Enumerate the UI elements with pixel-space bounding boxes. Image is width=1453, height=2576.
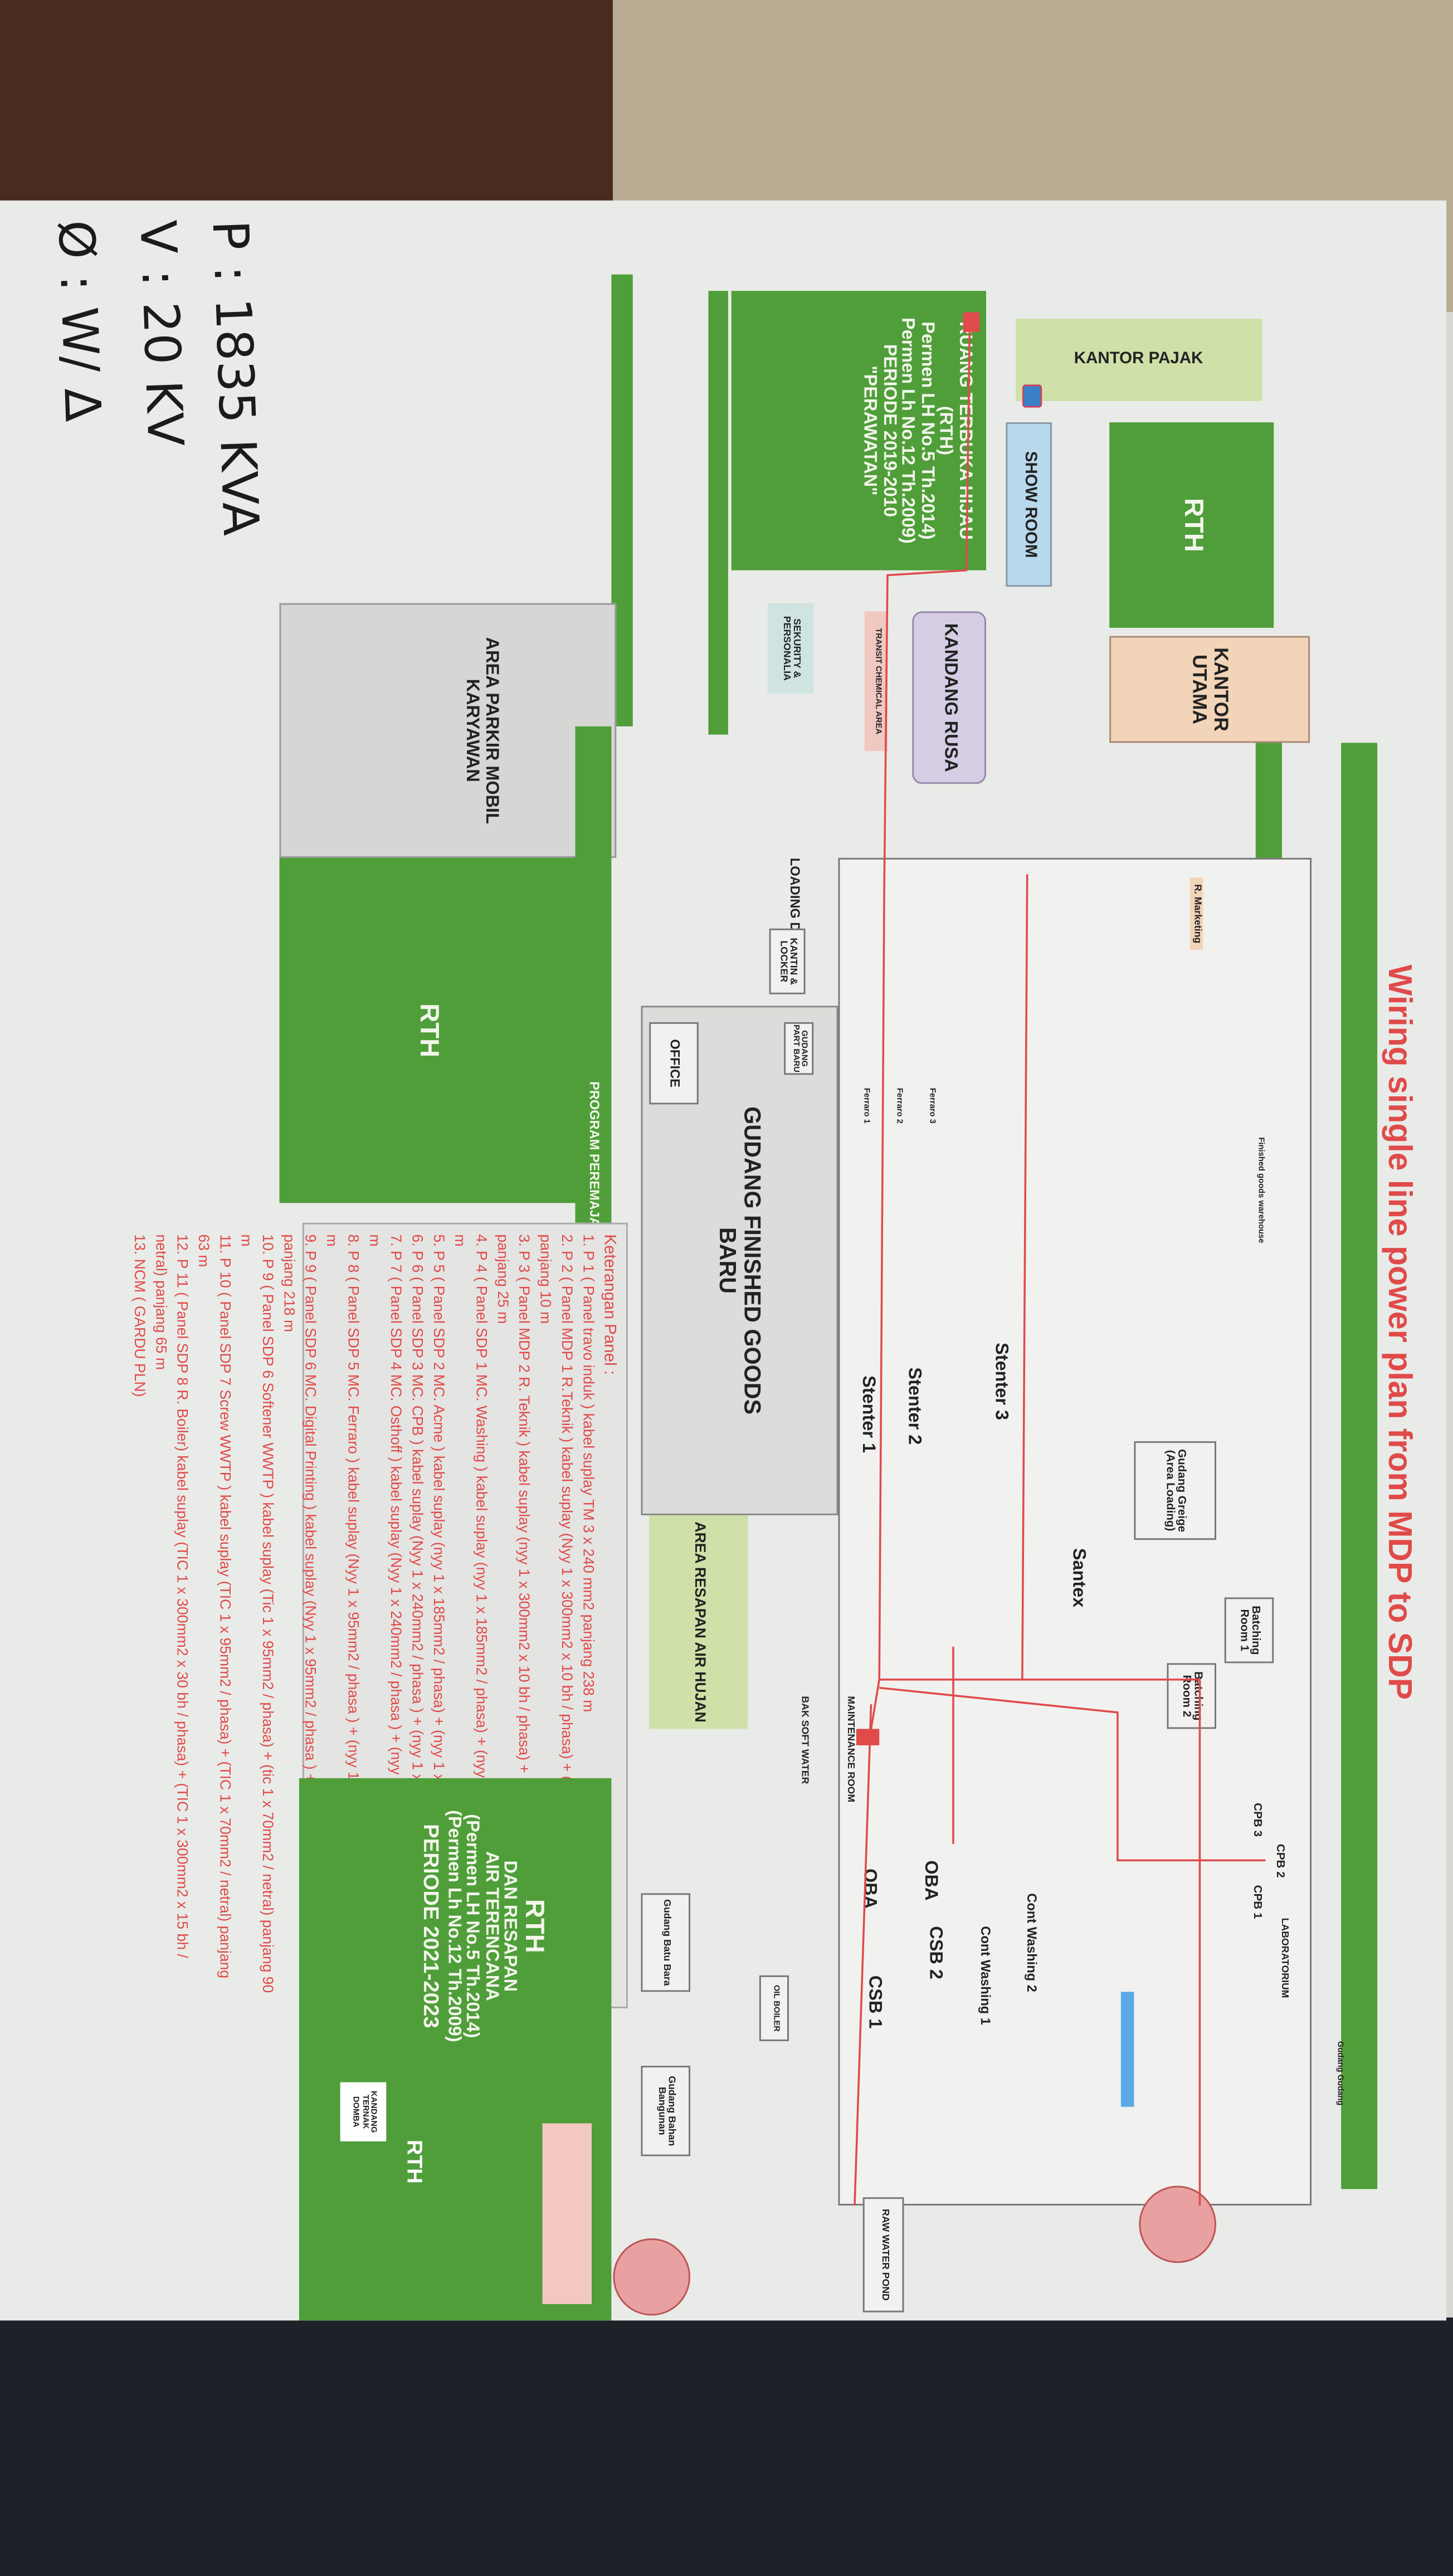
legend-item: 13. NCM ( GARDU PLN) [131,1234,148,1397]
gudang-batu-bara: Gudang Batu Bara [641,1893,690,1992]
rth-text-line: (Permen Lh No.12 Th.2009) [443,1810,463,2042]
csb-1: CSB 1 [864,1975,885,2029]
raw-water-pond: RAW WATER POND [862,2197,904,2312]
rth-left-block: RUANG TERBUKA HIJAU (RTH) Permen LH No.5… [731,291,986,570]
rth-text-line: (Permen LH No.5 Th.2014) [462,1814,482,2038]
laboratorium: LABORATORIUM [1279,1918,1289,1998]
stenter-1: Stenter 1 [857,1375,878,1453]
map-title: Wiring single line power plan from MDP t… [1381,964,1417,1700]
transit-chemical-area: TRANSIT CHEMICAL AREA [864,611,888,752]
bak-soft-water: BAK SOFT WATER [798,1696,809,1784]
csb-2: CSB 2 [925,1926,945,1979]
ferraro-1: Ferraro 1 [861,1087,871,1124]
handwritten-power: P : 1835 KVA [199,219,269,537]
gudang-gudang: Gudang Gudang [1334,2041,1345,2106]
cpb-3: CPB 3 [1250,1803,1262,1837]
office: OFFICE [649,1022,699,1105]
rth-text-line: Permen Lh No.12 Th.2009) [898,317,918,544]
blue-pool [1120,1992,1134,2107]
cont-washing-1: Cont Washing 1 [978,1926,993,2025]
kandang-ternak-domba: KANDANG TERNAK DOMBA [340,2082,387,2141]
stenter-2: Stenter 2 [904,1367,924,1445]
rth-parking-block: RTH [279,857,576,1203]
rth-text-line: DAN RESAPAN [500,1860,520,1992]
r-marketing: R. Marketing [1189,877,1203,950]
stenter-3: Stenter 3 [991,1343,1011,1421]
rth-text-line: (RTH) [935,406,956,456]
kandang-rusa: KANDANG RUSA [912,611,986,784]
show-room: SHOW ROOM [1006,422,1052,587]
legend-item: 11. P 10 ( Panel SDP 7 Screw WWTP ) kabe… [196,1234,233,1979]
cpb-2: CPB 2 [1274,1843,1285,1878]
rth-text-line: RTH [519,1899,548,1953]
batching-room-2: Batching Room 2 [1167,1663,1216,1729]
cpb-1: CPB 1 [1250,1885,1262,1919]
oba-2: OBA [920,1860,940,1901]
water-tank [613,2238,690,2316]
rth-text-line: "PERAWATAN" [860,365,880,496]
table-wood-background [0,0,646,234]
batching-room-1: Batching Room 1 [1224,1597,1274,1663]
rth-text-line: Permen LH No.5 Th.2014) [916,321,937,540]
main-factory-building [838,857,1312,2206]
rth-right-label: RTH [402,2139,427,2184]
oba-1: OBA [859,1868,880,1909]
rth-text-line: RUANG TERBUKA HIJAU [954,321,975,540]
rth-top-strip [1341,743,1378,2189]
kantor-pajak: KANTOR PAJAK [1016,319,1262,401]
rth-text-line: PERIODE 2019-2010 [879,344,899,518]
santex: Santex [1068,1548,1088,1608]
oil-boiler: OIL BOILER [759,1975,789,2041]
pink-rooms [542,2123,592,2304]
water-tank [1139,2185,1216,2263]
area-resapan-air-hujan: AREA RESAPAN AIR HUJAN [649,1515,748,1729]
security-personalia: SEKURITY & PERSONALIA [767,603,814,694]
gudang-part-baru: GUDANG PART BARU [784,1022,814,1075]
kantin-locker: KANTIN & LOCKER [769,928,806,994]
site-plan-map: Wiring single line power plan from MDP t… [0,200,1446,2321]
rth-strip [708,291,728,735]
rth-top-block: RTH [1109,422,1274,628]
gudang-greige: Gudang Greige (Area Loading) [1134,1441,1216,1540]
legend-item: 10. P 9 ( Panel SDP 6 Softener WWTP ) ka… [238,1234,276,1993]
dark-floor-background [0,2273,1453,2576]
handwritten-voltage: V : 20 KV [127,219,193,447]
gudang-bahan-bangunan: Gudang Bahan Bangunan [641,2066,690,2157]
kantor-utama: KANTOR UTAMA [1109,636,1310,743]
ferraro-2: Ferraro 2 [894,1087,904,1124]
cont-washing-2: Cont Washing 2 [1023,1893,1039,1992]
toilet-icon [1022,384,1042,408]
finished-goods-warehouse: Finished goods warehouse [1255,1137,1266,1243]
rth-text-line: PERIODE 2021-2023 [419,1824,444,2028]
handwritten-phase: Ø : W/ Δ [46,219,111,423]
ferraro-3: Ferraro 3 [927,1087,937,1124]
area-parkir-mobil: AREA PARKIR MOBIL KARYAWAN [279,603,617,858]
maintenance-room: MAINTENANCE ROOM [845,1696,855,1803]
rth-text-line: AIR TERENCANA [481,1851,501,2001]
legend-item: 12. P 11 ( Panel SDP 8 R. Boiler) kabel … [153,1234,191,1958]
